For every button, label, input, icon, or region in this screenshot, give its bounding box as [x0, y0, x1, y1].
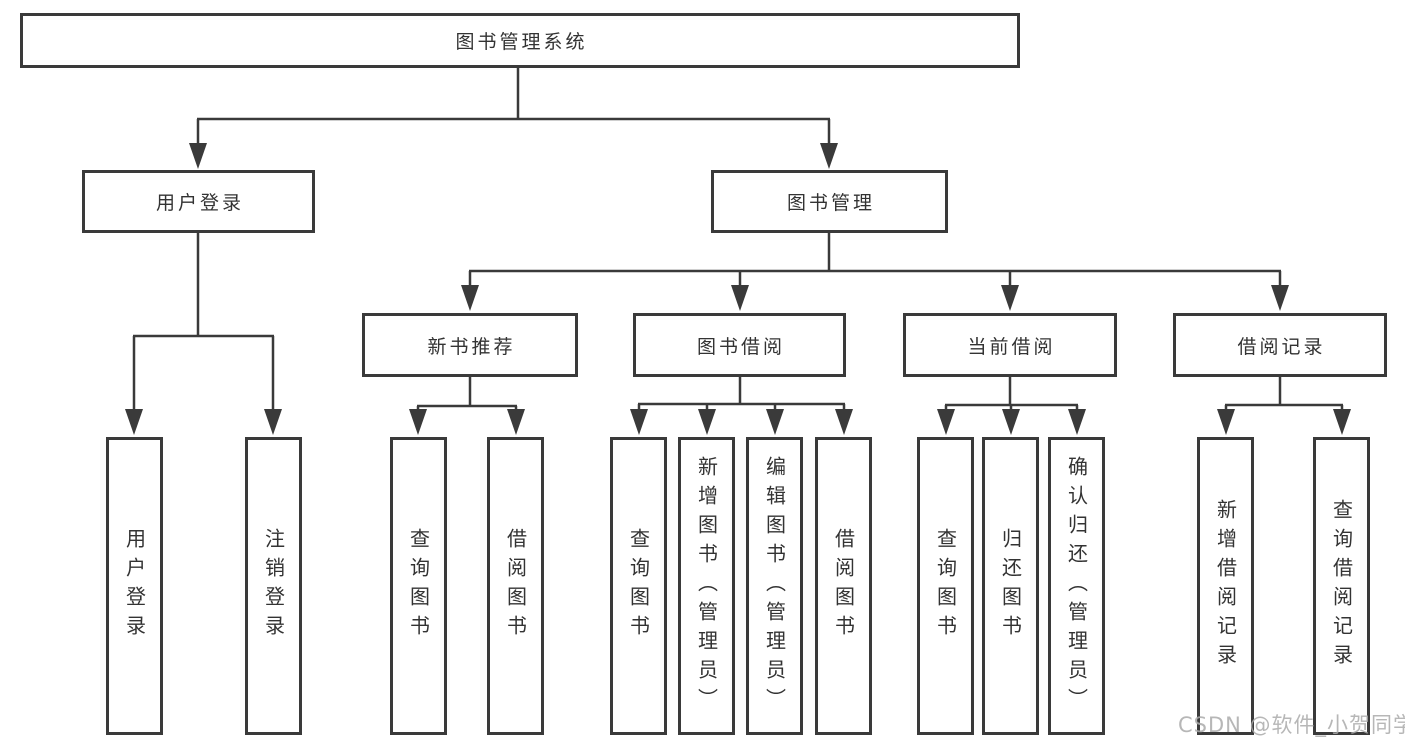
leaf-label: 确认归还（管理员） [1064, 455, 1089, 717]
node-user-login: 用户登录 [82, 170, 315, 233]
node-borrow-records: 借阅记录 [1173, 313, 1387, 377]
leaf-user-login: 用户登录 [106, 437, 163, 735]
leaf-confirm-return-admin: 确认归还（管理员） [1048, 437, 1105, 735]
leaf-label: 借阅图书 [503, 528, 528, 644]
node-new-book-recommend: 新书推荐 [362, 313, 578, 377]
leaf-borrow-books: 借阅图书 [815, 437, 872, 735]
leaf-label: 新增借阅记录 [1213, 499, 1238, 673]
leaf-label: 归还图书 [998, 528, 1023, 644]
leaf-label: 查询借阅记录 [1329, 499, 1354, 673]
leaf-query-books-borrow: 查询图书 [610, 437, 667, 735]
leaf-label: 查询图书 [406, 528, 431, 644]
leaf-label: 注销登录 [261, 528, 286, 644]
leaf-label: 查询图书 [626, 528, 651, 644]
leaf-label: 新增图书（管理员） [694, 455, 719, 717]
leaf-logout: 注销登录 [245, 437, 302, 735]
leaf-add-borrow-record: 新增借阅记录 [1197, 437, 1254, 735]
leaf-borrow-books-recommend: 借阅图书 [487, 437, 544, 735]
leaf-query-books-recommend: 查询图书 [390, 437, 447, 735]
leaf-query-borrow-record: 查询借阅记录 [1313, 437, 1370, 735]
leaf-label: 查询图书 [933, 528, 958, 644]
leaf-label: 借阅图书 [831, 528, 856, 644]
leaf-return-books: 归还图书 [982, 437, 1039, 735]
leaf-edit-books-admin: 编辑图书（管理员） [746, 437, 803, 735]
node-book-borrow: 图书借阅 [633, 313, 846, 377]
csdn-watermark: CSDN @软件_小贺同学 [1178, 713, 1405, 737]
leaf-label: 编辑图书（管理员） [762, 455, 787, 717]
node-current-borrow: 当前借阅 [903, 313, 1117, 377]
node-root-library-system: 图书管理系统 [20, 13, 1020, 68]
leaf-query-books-current: 查询图书 [917, 437, 974, 735]
leaf-label: 用户登录 [122, 528, 147, 644]
node-book-management: 图书管理 [711, 170, 948, 233]
leaf-add-books-admin: 新增图书（管理员） [678, 437, 735, 735]
